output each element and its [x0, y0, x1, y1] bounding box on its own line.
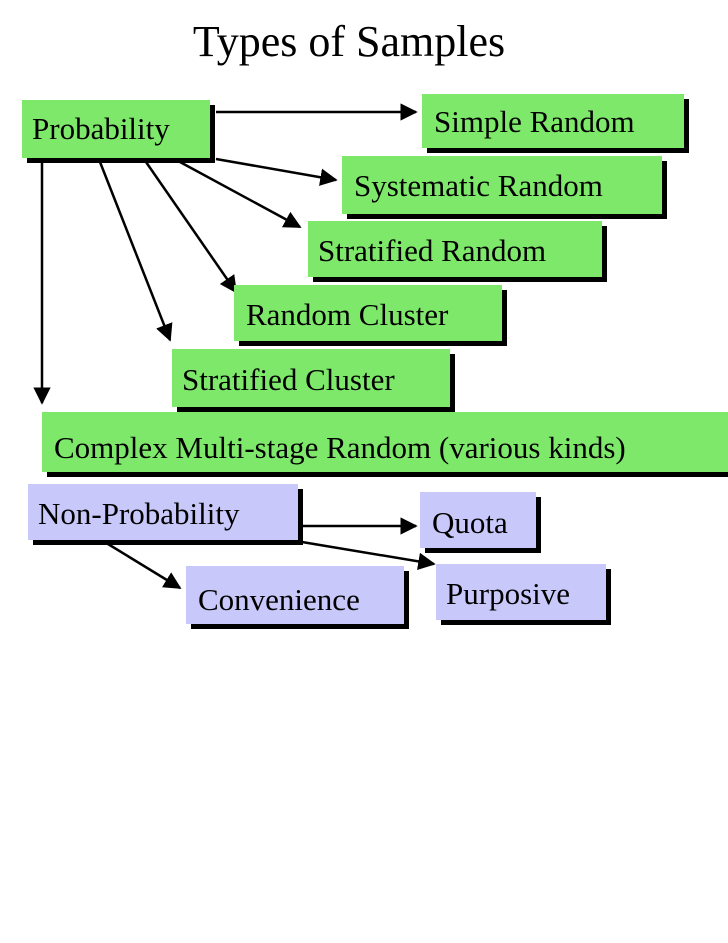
arrow-probability-to-stratified-cluster: [98, 161, 173, 342]
random-cluster-node: Random Cluster: [234, 285, 502, 341]
probability-node: Probability: [22, 100, 210, 158]
stratified-cluster-node: Stratified Cluster: [172, 349, 450, 407]
arrow-probability-to-systematic-random: [215, 157, 338, 186]
arrow-probability-to-random-cluster: [144, 161, 238, 294]
simple-random-node: Simple Random: [422, 94, 684, 148]
arrow-nonprob-to-convenience: [107, 542, 182, 590]
arrow-nonprob-to-purposive: [289, 538, 436, 571]
convenience-node: Convenience: [186, 566, 404, 624]
purposive-node: Purposive: [436, 564, 606, 620]
diagram-title: Types of Samples: [192, 17, 506, 66]
complex-multistage-node: Complex Multi-stage Random (various kind…: [42, 412, 728, 472]
arrow-probability-to-stratified-random: [179, 160, 302, 229]
stratified-random-node: Stratified Random: [308, 221, 602, 277]
systematic-random-node: Systematic Random: [342, 156, 662, 214]
quota-node: Quota: [420, 492, 536, 548]
non-probability-node: Non-Probability: [28, 484, 298, 540]
